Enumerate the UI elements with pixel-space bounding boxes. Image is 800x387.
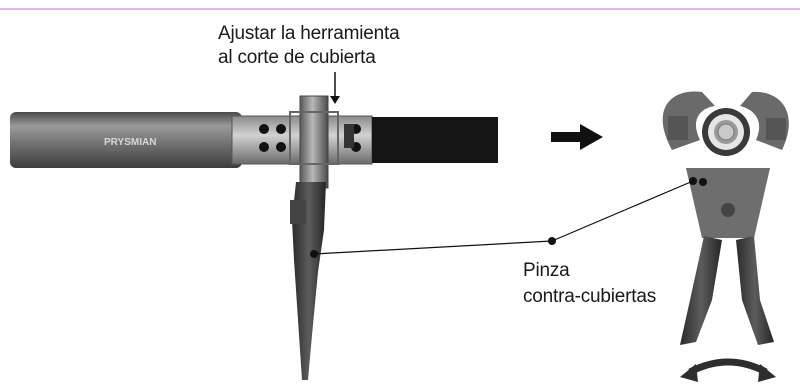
- adjust-callout-line1: Ajustar la herramienta: [218, 23, 400, 44]
- tool-handle-cylinder: [10, 112, 242, 168]
- pliers-right-handle: [736, 236, 774, 345]
- blade-bracket: [299, 95, 329, 189]
- pinza-leader-lines: [310, 177, 697, 258]
- adjust-callout-line2: al corte de cubierta: [218, 47, 376, 68]
- pinza-callout-line2: contra-cubiertas: [523, 286, 657, 307]
- tool-screws: [259, 124, 361, 152]
- tool-brand-label: PRYSMIAN: [104, 137, 156, 148]
- pliers-left-handle: [680, 236, 722, 345]
- right-arrow-icon: [551, 124, 603, 150]
- tool-cable-end: [372, 117, 498, 163]
- rotation-arrow-icon: [688, 358, 768, 376]
- blade-lever: [292, 182, 326, 380]
- cable-stripping-tool: PRYSMIAN: [10, 95, 498, 380]
- pinza-callout-line1: Pinza: [523, 260, 570, 281]
- top-accent-rule: [0, 0, 800, 10]
- adjust-pointer: [330, 72, 340, 104]
- sheath-pliers: [662, 91, 789, 382]
